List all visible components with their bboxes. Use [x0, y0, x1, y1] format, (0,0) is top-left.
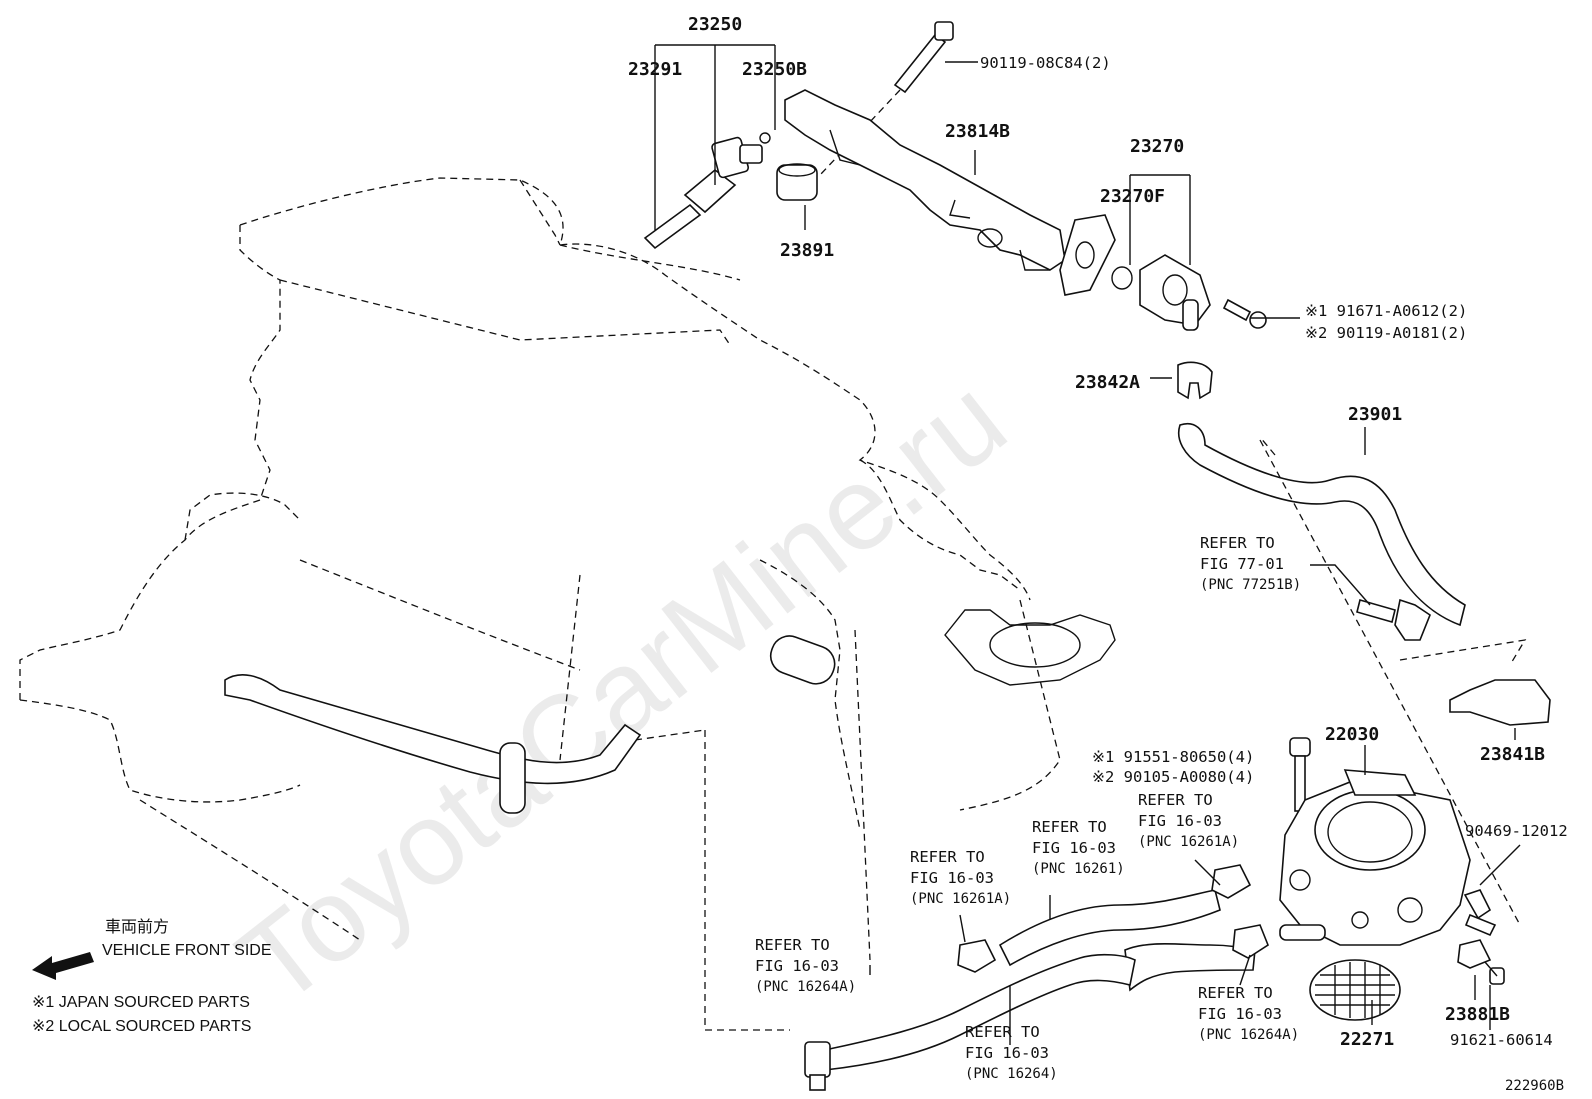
ref-16261a-right: REFER TO FIG 16-03 (PNC 16261A) [1138, 791, 1239, 850]
label-23841b: 23841B [1480, 744, 1545, 765]
label-91671-a0612: ※1 91671-A0612(2) [1305, 302, 1467, 320]
ref-16261a-right-line1: REFER TO [1138, 791, 1213, 809]
part-labels: 23250 23291 23250B 90119-08C84(2) 23814B… [628, 14, 1568, 1050]
legend: 車両前方 VEHICLE FRONT SIDE ※1 JAPAN SOURCED… [32, 918, 272, 1035]
intake-flange [944, 609, 1116, 686]
ref-16264a-right-line3: (PNC 16264A) [1198, 1027, 1299, 1043]
ref-16264a-left: REFER TO FIG 16-03 (PNC 16264A) [755, 936, 856, 995]
ref-16261a-left-line3: (PNC 16261A) [910, 891, 1011, 907]
ref-16261a-left-line1: REFER TO [910, 848, 985, 866]
ref-77251b: REFER TO FIG 77-01 (PNC 77251B) [1200, 534, 1301, 593]
water-hose-left [224, 674, 642, 814]
ref-16264-line3: (PNC 16264) [965, 1066, 1058, 1082]
grommet-23891 [776, 163, 818, 201]
gasket-22271 [1309, 959, 1401, 1021]
leader-lines [654, 44, 1521, 1045]
label-23901: 23901 [1348, 404, 1402, 425]
bolt-91671 [1222, 298, 1267, 329]
label-90119-08c84: 90119-08C84(2) [980, 54, 1111, 72]
legend-note-local: ※2 LOCAL SOURCED PARTS [32, 1018, 251, 1035]
label-90105: ※2 90105-A0080(4) [1092, 768, 1254, 786]
throttle-body [1279, 769, 1471, 946]
ref-16264a-left-line1: REFER TO [755, 936, 830, 954]
legend-note-japan: ※1 JAPAN SOURCED PARTS [32, 994, 250, 1011]
watermark: ToyotaCarMine.ru [215, 353, 1030, 1030]
label-90469-12012: 90469-12012 [1465, 822, 1568, 840]
ref-16264a-right-line2: FIG 16-03 [1198, 1005, 1282, 1023]
ref-16261a-left-line2: FIG 16-03 [910, 869, 994, 887]
label-91551: ※1 91551-80650(4) [1092, 748, 1254, 766]
ref-16261a-left: REFER TO FIG 16-03 (PNC 16261A) [910, 848, 1011, 907]
ref-16261: REFER TO FIG 16-03 (PNC 16261) [1032, 818, 1125, 877]
label-23270: 23270 [1130, 136, 1184, 157]
clip-23842a [1177, 361, 1213, 400]
ref-16264-line1: REFER TO [965, 1023, 1040, 1041]
ref-16264a-right: REFER TO FIG 16-03 (PNC 16264A) [1198, 984, 1299, 1043]
ref-16264: REFER TO FIG 16-03 (PNC 16264) [965, 1023, 1058, 1082]
fuel-tube-23901 [1178, 423, 1527, 926]
legend-vehicle-front: VEHICLE FRONT SIDE [102, 942, 272, 959]
bolt-90119-08c84 [819, 21, 954, 176]
bolt-91621 [1484, 961, 1505, 985]
label-23881b: 23881B [1445, 1004, 1510, 1025]
o-ring [1111, 266, 1133, 290]
label-23291: 23291 [628, 59, 682, 80]
ref-16261-line2: FIG 16-03 [1032, 839, 1116, 857]
label-23270f: 23270F [1100, 186, 1165, 207]
label-22030: 22030 [1325, 724, 1379, 745]
ref-77251b-line1: REFER TO [1200, 534, 1275, 552]
label-23250b: 23250B [742, 59, 807, 80]
label-23814b: 23814B [945, 121, 1010, 142]
ref-16264a-left-line2: FIG 16-03 [755, 957, 839, 975]
ref-16261a-right-line2: FIG 16-03 [1138, 812, 1222, 830]
label-23842a: 23842A [1075, 372, 1140, 393]
ref-16261a-right-line3: (PNC 16261A) [1138, 834, 1239, 850]
ref-77251b-line3: (PNC 77251B) [1200, 577, 1301, 593]
engine-outline [19, 177, 1061, 1031]
fuel-rail [784, 89, 1116, 296]
label-90119-a0181: ※2 90119-A0181(2) [1305, 324, 1467, 342]
ref-16264a-left-line3: (PNC 16264A) [755, 979, 856, 995]
label-91621-60614: 91621-60614 [1450, 1031, 1553, 1049]
legend-vehicle-front-jp: 車両前方 [105, 918, 169, 936]
fuel-injector [643, 132, 771, 250]
ref-16264-line2: FIG 16-03 [965, 1044, 1049, 1062]
ref-77251b-line2: FIG 77-01 [1200, 555, 1284, 573]
reference-labels: REFER TO FIG 77-01 (PNC 77251B) REFER TO… [755, 534, 1301, 1082]
fuel-connector-23270 [1139, 254, 1211, 331]
vehicle-front-arrow [32, 952, 94, 980]
pipe-stub [769, 635, 836, 685]
ref-16261-line1: REFER TO [1032, 818, 1107, 836]
ref-16261-line3: (PNC 16261) [1032, 861, 1125, 877]
clip-90469 [1463, 889, 1497, 937]
hose-clamps [957, 864, 1269, 973]
bracket-23841b [1449, 679, 1551, 726]
label-23250: 23250 [688, 14, 742, 35]
bracket-23881b [1457, 939, 1492, 969]
diagram-id: 222960B [1505, 1078, 1564, 1094]
ref-16264a-right-line1: REFER TO [1198, 984, 1273, 1002]
label-23891: 23891 [780, 240, 834, 261]
water-hoses-throttle [804, 889, 1256, 1091]
label-22271: 22271 [1340, 1029, 1394, 1050]
